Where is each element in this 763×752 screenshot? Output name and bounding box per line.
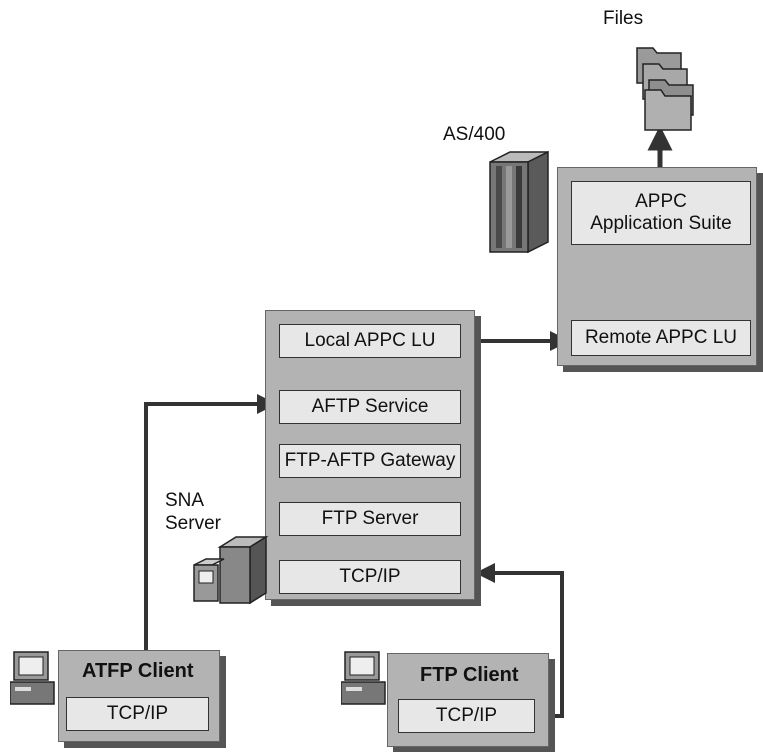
ftp-server-box: FTP Server [279, 502, 461, 536]
sna-server-label: SNA Server [165, 490, 221, 534]
local-lu-box: Local APPC LU [279, 324, 461, 358]
as400-server-icon [489, 150, 549, 254]
ftp-tcpip-box: TCP/IP [398, 699, 535, 733]
aftp-service-box: AFTP Service [279, 390, 461, 424]
gateway-box: FTP-AFTP Gateway [279, 444, 461, 478]
files-icon [636, 47, 694, 131]
ftp-client-computer-icon [341, 651, 386, 705]
as400-label: AS/400 [443, 124, 506, 145]
atfp-tcpip-box: TCP/IP [66, 697, 209, 731]
sna-server-computer-icon [193, 535, 269, 605]
app-suite-box: APPC Application Suite [571, 181, 751, 245]
sna-tcpip-box: TCP/IP [279, 560, 461, 594]
atfp-client-title: ATFP Client [82, 660, 194, 682]
atfp-client-computer-icon [10, 651, 55, 705]
remote-lu-box: Remote APPC LU [571, 320, 751, 356]
arrow-atfp-client-to-aftp-service [144, 394, 277, 650]
ftp-client-title: FTP Client [420, 664, 519, 686]
files-label: Files [603, 8, 644, 29]
